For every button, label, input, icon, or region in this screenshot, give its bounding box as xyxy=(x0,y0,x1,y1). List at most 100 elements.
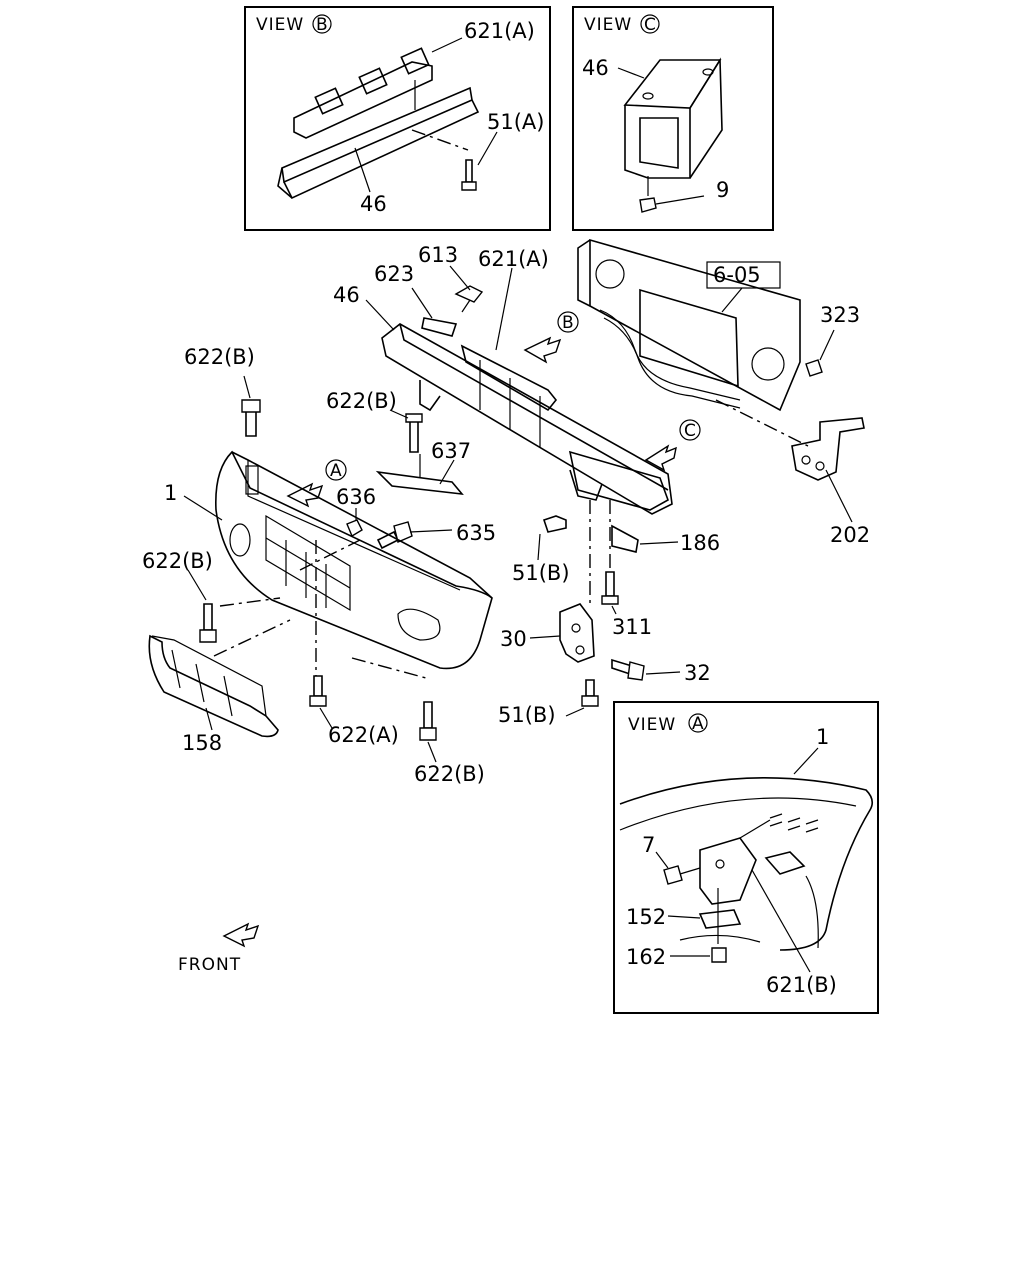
callout-323: 323 xyxy=(820,303,860,327)
part-186 xyxy=(611,524,639,553)
reference-label: 6-05 xyxy=(713,263,761,287)
clip-613 xyxy=(454,285,484,303)
callout-1: 1 xyxy=(164,481,177,505)
callout-view-b-46: 46 xyxy=(360,192,387,216)
front-indicator: FRONT xyxy=(178,922,260,975)
part-623 xyxy=(421,317,458,337)
callout-51b-lower: 51(B) xyxy=(498,703,556,727)
callout-30: 30 xyxy=(500,627,527,651)
view-a-title: VIEW xyxy=(628,715,676,735)
callout-186: 186 xyxy=(680,531,720,555)
arrow-a xyxy=(286,482,324,508)
callout-621a: 621(A) xyxy=(478,247,549,271)
callout-view-a-152: 152 xyxy=(626,905,666,929)
view-a-plate-152 xyxy=(698,909,742,929)
guard-158: 158 xyxy=(148,634,279,755)
part-637 xyxy=(375,470,464,496)
view-c-frame xyxy=(572,6,774,231)
callout-623: 623 xyxy=(374,262,414,286)
callout-view-b-621a: 621(A) xyxy=(464,19,535,43)
view-b-circle xyxy=(312,14,332,34)
mid-fasteners: 622(B) 637 636 635 A xyxy=(286,389,496,550)
radiator-support-panel xyxy=(589,238,801,412)
view-b-rail xyxy=(281,86,473,184)
radiator-support: 6-05 323 xyxy=(577,238,860,412)
callout-202: 202 xyxy=(830,523,870,547)
marker-b: B xyxy=(562,313,575,333)
callout-158: 158 xyxy=(182,731,222,755)
view-a-nut-162 xyxy=(711,947,727,963)
bumper-face-outline xyxy=(215,450,493,670)
marker-a-circle xyxy=(325,459,347,481)
view-a-letter: A xyxy=(692,714,705,734)
callout-622b-top: 622(B) xyxy=(184,345,255,369)
view-a-bumper-edge xyxy=(619,777,874,951)
reinforcement-beam: B C 46 623 613 621(A) xyxy=(333,243,701,515)
callout-613: 613 xyxy=(418,243,458,267)
view-a-circle xyxy=(688,713,708,733)
view-a-bolt-7 xyxy=(663,865,683,885)
lower-center-parts: 51(B) 186 311 30 32 51(B) xyxy=(498,500,720,727)
bolt-622a xyxy=(313,675,323,697)
bolt-622b-top xyxy=(245,409,257,437)
guard-158-outline xyxy=(148,634,279,738)
left-fasteners: 622(B) 622(B) 622(A) 622(B) xyxy=(142,345,485,786)
callout-51b-upper: 51(B) xyxy=(512,561,570,585)
callout-view-a-1: 1 xyxy=(816,725,829,749)
bolt-622b-bottom xyxy=(423,701,433,729)
view-b-bracket xyxy=(293,61,433,139)
callout-635: 635 xyxy=(456,521,496,545)
callout-636: 636 xyxy=(336,485,376,509)
callout-622b-mid: 622(B) xyxy=(326,389,397,413)
bolt-622b-left xyxy=(203,603,213,631)
view-a-bracket xyxy=(699,837,757,905)
view-b-letter: B xyxy=(316,15,329,35)
marker-c: C xyxy=(684,421,697,441)
view-b-frame xyxy=(244,6,551,231)
callout-311: 311 xyxy=(612,615,652,639)
view-c-nut xyxy=(639,197,657,213)
callout-view-c-9: 9 xyxy=(716,178,729,202)
marker-a: A xyxy=(330,461,343,481)
callout-32: 32 xyxy=(684,661,711,685)
view-a-frame xyxy=(613,701,879,1014)
bracket-621a xyxy=(460,344,558,412)
nut-323 xyxy=(805,359,823,377)
marker-c-circle xyxy=(679,419,701,441)
bracket-30 xyxy=(559,603,595,663)
bumper-face: 1 xyxy=(164,450,493,679)
view-b-title: VIEW xyxy=(256,15,304,35)
bracket-202: 202 xyxy=(715,399,870,547)
bolt-311 xyxy=(605,571,615,597)
marker-b-circle xyxy=(557,311,579,333)
callout-622b-bottom: 622(B) xyxy=(414,762,485,786)
callout-622b-left: 622(B) xyxy=(142,549,213,573)
bolt-51b-lower xyxy=(585,679,595,697)
callout-46: 46 xyxy=(333,283,360,307)
view-c-circle xyxy=(640,14,660,34)
callout-view-a-7: 7 xyxy=(642,833,655,857)
view-b-bolt xyxy=(465,159,473,183)
callout-view-b-51a: 51(A) xyxy=(487,110,544,134)
view-c-inset: VIEW C 46 9 xyxy=(572,6,774,231)
nut-636 xyxy=(346,519,363,538)
callout-view-c-46: 46 xyxy=(582,56,609,80)
front-arrow-icon xyxy=(222,922,260,948)
view-c-letter: C xyxy=(644,15,657,35)
view-a-clips xyxy=(764,851,806,875)
bolt-622b-mid xyxy=(409,419,419,453)
callout-view-a-162: 162 xyxy=(626,945,666,969)
view-b-inset: VIEW B 621(A) 51(A) 46 xyxy=(244,6,551,231)
view-a-inset: VIEW A 621(B) 7 152 162 1 xyxy=(613,701,879,1014)
front-label: FRONT xyxy=(178,955,241,975)
view-c-title: VIEW xyxy=(584,15,632,35)
arrow-b xyxy=(523,336,562,364)
bolt-51b-upper xyxy=(542,515,567,533)
bracket-202-body xyxy=(791,417,865,481)
callout-622a: 622(A) xyxy=(328,723,399,747)
reference-box xyxy=(706,261,781,289)
callout-view-a-621b: 621(B) xyxy=(766,973,837,997)
callout-637: 637 xyxy=(431,439,471,463)
arrow-c xyxy=(644,444,677,472)
